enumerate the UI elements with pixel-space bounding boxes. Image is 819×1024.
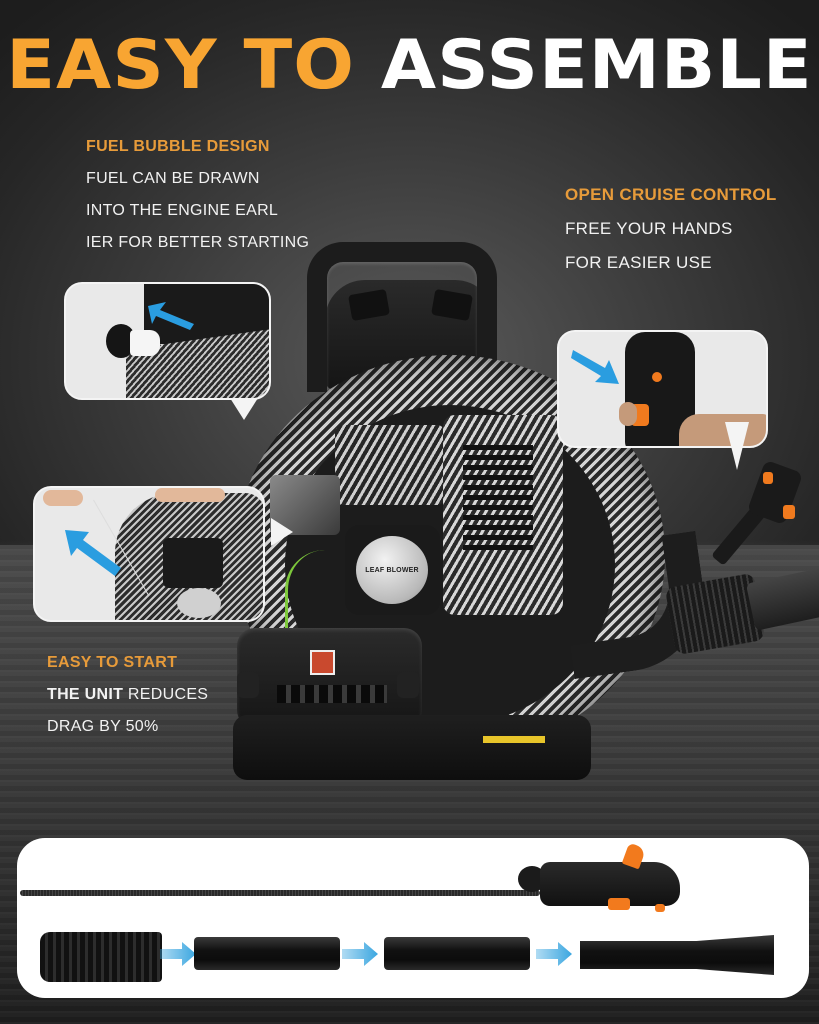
fuel-tank-base xyxy=(233,715,591,780)
feature-line: IER FOR BETTER STARTING xyxy=(86,234,310,251)
recoil-photo xyxy=(177,588,221,618)
pull-start-callout xyxy=(33,486,293,622)
arrow-up-left-icon xyxy=(148,302,194,330)
flex-bellows-tube xyxy=(40,932,162,982)
extension-tube-2 xyxy=(384,937,530,970)
throttle-lever xyxy=(763,472,773,484)
fuel-line xyxy=(285,550,345,630)
handle-trigger xyxy=(608,898,630,910)
warning-label xyxy=(483,736,545,743)
carry-handle xyxy=(307,242,497,392)
throttle-callout xyxy=(557,330,768,470)
feature-easy-start: EASY TO START THE UNIT REDUCES DRAG BY 5… xyxy=(47,654,208,750)
headline-part-orange: EASY TO xyxy=(6,26,356,105)
throttle-cable xyxy=(20,890,540,896)
handle-stop-switch xyxy=(655,904,665,912)
feature-line: FUEL CAN BE DRAWN xyxy=(86,170,260,187)
headline: EASY TO ASSEMBLE xyxy=(0,28,819,104)
feature-line: THE UNIT REDUCES xyxy=(47,686,208,704)
arrow-right-icon xyxy=(160,942,196,966)
recoil-cover: LEAF BLOWER xyxy=(356,536,428,604)
feature-line: FREE YOUR HANDS xyxy=(565,219,733,238)
arrow-down-right-icon xyxy=(571,350,619,384)
pull-start-image xyxy=(35,488,263,620)
air-filter-box xyxy=(237,628,422,728)
engine-shroud xyxy=(335,425,445,505)
extension-tube-1 xyxy=(194,937,340,970)
feature-line: DRAG BY 50% xyxy=(47,718,159,735)
callout-tail xyxy=(230,398,258,420)
primer-bulb xyxy=(130,330,160,356)
callout-tail xyxy=(271,518,293,546)
air-filter-knob-right xyxy=(397,672,419,698)
feature-title: EASY TO START xyxy=(47,654,178,671)
arrow-right-icon xyxy=(536,942,572,966)
headline-part-white: ASSEMBLE xyxy=(380,26,813,105)
throttle-trigger xyxy=(783,505,795,519)
feature-line: FOR EASIER USE xyxy=(565,253,712,272)
feature-title: FUEL BUBBLE DESIGN xyxy=(86,138,270,155)
feature-line-rest: REDUCES xyxy=(123,686,209,703)
air-intake-slots xyxy=(277,685,387,703)
arrow-right-icon xyxy=(342,942,378,966)
hand-photo-2 xyxy=(155,488,225,502)
fuel-primer-bulb-image xyxy=(66,284,269,398)
callout-tail xyxy=(725,422,749,470)
engine-cover-photo xyxy=(163,538,223,588)
blower-tube xyxy=(745,567,819,631)
feature-line: INTO THE ENGINE EARL xyxy=(86,202,279,219)
feature-cruise-control: OPEN CRUISE CONTROL FREE YOUR HANDS FOR … xyxy=(565,185,777,287)
feature-line-bold: THE UNIT xyxy=(47,686,124,703)
throttle-handle-image xyxy=(559,332,766,446)
fuel-primer-bulb-callout xyxy=(64,282,271,420)
recoil-label: LEAF BLOWER xyxy=(365,566,419,574)
cooling-vents xyxy=(463,445,533,555)
arrow-up-left-icon xyxy=(65,530,121,576)
cruise-knob xyxy=(652,372,662,382)
air-filter-knob-left xyxy=(237,672,259,698)
flat-nozzle xyxy=(580,935,774,975)
hand-photo xyxy=(43,490,83,506)
finger-photo xyxy=(619,402,637,426)
hand-photo xyxy=(679,414,766,446)
brand-badge xyxy=(310,650,335,675)
feature-title: OPEN CRUISE CONTROL xyxy=(565,185,777,204)
backpack-leaf-blower-image: LEAF BLOWER xyxy=(215,240,819,785)
feature-fuel-bubble: FUEL BUBBLE DESIGN FUEL CAN BE DRAWN INT… xyxy=(86,138,309,266)
